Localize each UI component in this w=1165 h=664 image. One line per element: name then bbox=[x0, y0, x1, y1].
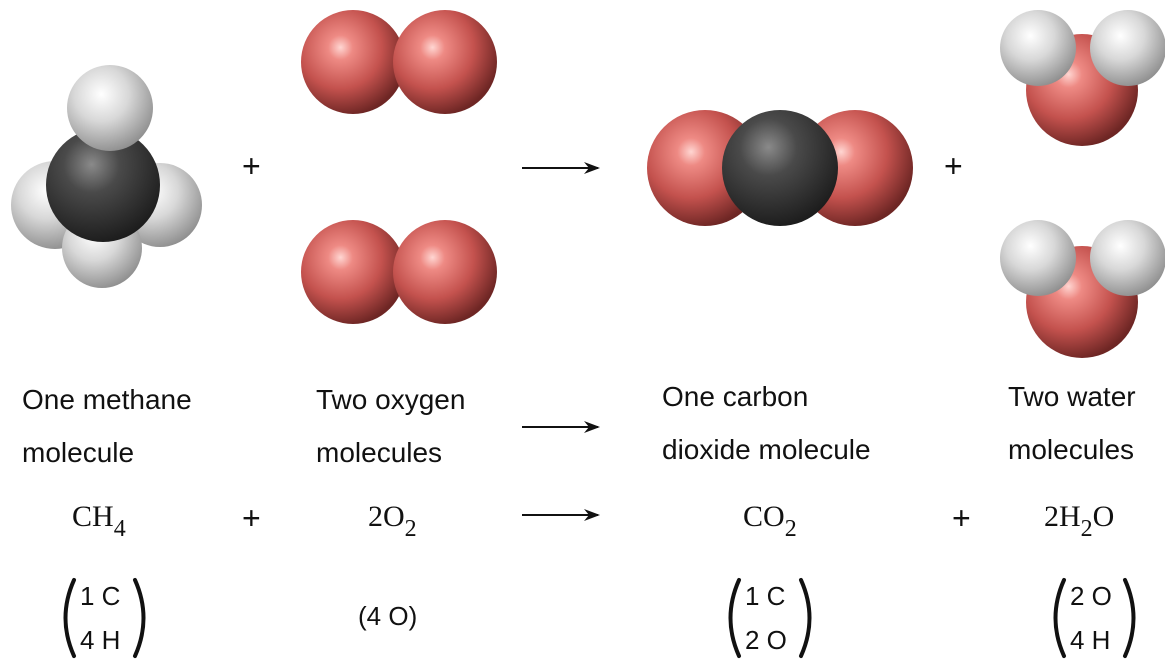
methane-count-brackets bbox=[63, 578, 146, 658]
water-formula-main: 2H bbox=[1044, 500, 1081, 533]
oxygen-formula-main: 2O bbox=[368, 500, 405, 533]
water-label: Two water molecules bbox=[1008, 370, 1136, 476]
hydrogen-atom bbox=[1000, 10, 1076, 86]
oxygen-molecule-2 bbox=[301, 220, 497, 324]
water-label-line-1: Two water bbox=[1008, 381, 1136, 412]
oxygen-label-line-1: Two oxygen bbox=[316, 384, 466, 415]
oxygen-label-line-2: molecules bbox=[316, 437, 443, 468]
plus-sign-formula-left: + bbox=[242, 500, 261, 536]
oxygen-formula: 2O2 bbox=[368, 500, 417, 543]
co2-count-carbon: 1 C bbox=[745, 581, 786, 611]
water-label-line-2: molecules bbox=[1008, 434, 1135, 465]
hydrogen-atom bbox=[67, 65, 153, 151]
oxygen-molecule-1 bbox=[301, 10, 497, 114]
carbon-dioxide-molecule bbox=[647, 110, 913, 226]
methane-molecule bbox=[11, 65, 202, 288]
oxygen-atom bbox=[393, 220, 497, 324]
methane-label-line-2: molecule bbox=[22, 437, 135, 468]
carbon-dioxide-label-line-1: One carbon bbox=[662, 381, 809, 412]
methane-atom-count: 1 C 4 H bbox=[80, 574, 120, 662]
oxygen-atom bbox=[301, 220, 405, 324]
co2-atom-count: 1 C 2 O bbox=[745, 574, 787, 662]
water-formula-tail: O bbox=[1092, 500, 1115, 533]
water-molecule-1 bbox=[1000, 10, 1165, 146]
oxygen-label: Two oxygen molecules bbox=[316, 373, 465, 479]
water-count-hydrogen: 4 H bbox=[1070, 625, 1111, 655]
methane-formula-main: CH bbox=[72, 500, 114, 533]
carbon-dioxide-label: One carbon dioxide molecule bbox=[662, 370, 871, 476]
methane-formula-subscript: 4 bbox=[113, 516, 126, 542]
carbon-dioxide-formula: CO2 bbox=[743, 500, 797, 543]
plus-sign-molecules-left: + bbox=[242, 148, 261, 184]
carbon-atom bbox=[722, 110, 838, 226]
water-formula-subscript: 2 bbox=[1080, 516, 1093, 542]
oxygen-atom bbox=[301, 10, 405, 114]
carbon-dioxide-formula-subscript: 2 bbox=[784, 516, 797, 542]
methane-label-line-1: One methane bbox=[22, 384, 192, 415]
oxygen-atom bbox=[393, 10, 497, 114]
carbon-atom bbox=[46, 128, 160, 242]
water-molecule-2 bbox=[1000, 220, 1165, 358]
water-count-oxygen: 2 O bbox=[1070, 581, 1112, 611]
hydrogen-atom bbox=[1090, 220, 1165, 296]
carbon-dioxide-formula-main: CO bbox=[743, 500, 785, 533]
co2-count-brackets bbox=[728, 578, 812, 658]
plus-sign-formula-right: + bbox=[952, 500, 971, 536]
methane-count-carbon: 1 C bbox=[80, 581, 121, 611]
methane-label: One methane molecule bbox=[22, 373, 192, 479]
methane-count-hydrogen: 4 H bbox=[80, 625, 121, 655]
oxygen-formula-subscript: 2 bbox=[404, 516, 417, 542]
water-count-brackets bbox=[1053, 578, 1136, 658]
carbon-dioxide-label-line-2: dioxide molecule bbox=[662, 434, 871, 465]
plus-sign-molecules-right: + bbox=[944, 148, 963, 184]
oxygen-atom-count: (4 O) bbox=[358, 601, 418, 631]
co2-count-oxygen: 2 O bbox=[745, 625, 787, 655]
hydrogen-atom bbox=[1000, 220, 1076, 296]
methane-formula: CH4 bbox=[72, 500, 126, 543]
water-atom-count: 2 O 4 H bbox=[1070, 574, 1112, 662]
water-formula: 2H2O bbox=[1044, 500, 1114, 543]
hydrogen-atom bbox=[1090, 10, 1165, 86]
